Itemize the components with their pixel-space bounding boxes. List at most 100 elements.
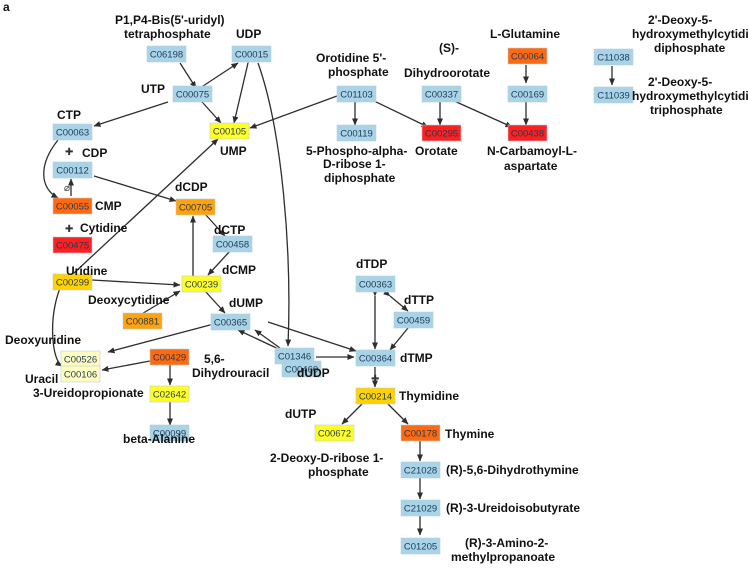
- node-c06198[interactable]: C06198: [146, 45, 187, 63]
- label-prpp-line3: diphosphate: [324, 171, 396, 185]
- label-orotidine-line2: phosphate: [328, 65, 389, 79]
- node-box: [400, 461, 441, 479]
- node-box: [52, 197, 93, 215]
- node-code: C00169: [511, 90, 544, 101]
- label-dcmp: dCMP: [222, 263, 256, 277]
- node-c00705[interactable]: C00705: [175, 198, 216, 216]
- label-uridine: Uridine: [66, 264, 108, 278]
- label-ureidopropionate: 3-Ureidopropionate: [33, 386, 144, 400]
- label-dudp: dUDP: [297, 366, 330, 380]
- node-code: C00239: [185, 280, 218, 291]
- node-c00438[interactable]: C00438: [507, 124, 548, 142]
- label-cdp: CDP: [82, 146, 107, 160]
- reaction-edges: [43, 55, 615, 536]
- node-c00063[interactable]: C00063: [52, 123, 93, 141]
- node-code: C00364: [359, 354, 392, 365]
- node-c00365[interactable]: C00365: [210, 313, 251, 331]
- node-c00364[interactable]: C00364: [355, 349, 396, 367]
- edge-c00429-c00106: [101, 360, 151, 372]
- node-c01103[interactable]: C01103: [336, 85, 377, 103]
- node-code: C00075: [176, 90, 209, 101]
- node-c00112[interactable]: C00112: [52, 161, 93, 179]
- node-code: C00178: [404, 429, 437, 440]
- node-box: [507, 124, 548, 142]
- label-prpp-line1: 5-Phospho-alpha-: [306, 144, 407, 158]
- node-box: [421, 124, 462, 142]
- node-c01205[interactable]: C01205: [400, 537, 441, 555]
- node-c00106[interactable]: C00106: [60, 365, 101, 383]
- node-box: [336, 85, 377, 103]
- node-code: C00106: [64, 370, 97, 381]
- label-utp: UTP: [141, 82, 165, 96]
- node-code: C06198: [150, 50, 183, 61]
- label-thymidine: Thymidine: [399, 389, 459, 403]
- label-p1p4-line1: P1,P4-Bis(5'-uridyl): [115, 13, 225, 27]
- label-ncasp-line2: aspartate: [504, 159, 558, 173]
- node-code: C11039: [597, 91, 630, 102]
- node-code: C00337: [425, 90, 458, 101]
- node-c21028[interactable]: C21028: [400, 461, 441, 479]
- node-c00075[interactable]: C00075: [172, 85, 213, 103]
- edge-c01103-c00105: [249, 95, 338, 129]
- node-code: C00363: [359, 280, 392, 291]
- node-c00105[interactable]: C00105: [209, 122, 250, 140]
- node-box: [52, 273, 93, 291]
- node-c00239[interactable]: C00239: [181, 275, 222, 293]
- node-c00459[interactable]: C00459: [393, 311, 434, 329]
- node-c00055[interactable]: C00055: [52, 197, 93, 215]
- node-c00178[interactable]: C00178: [400, 424, 441, 442]
- node-c00460[interactable]: C00460: [281, 360, 322, 378]
- node-c11038[interactable]: C11038: [593, 48, 634, 66]
- node-box: [172, 85, 213, 103]
- node-c00299[interactable]: C00299: [52, 273, 93, 291]
- node-box: [231, 45, 272, 63]
- node-box: [507, 85, 548, 103]
- node-c11039[interactable]: C11039: [593, 86, 634, 104]
- node-c00214[interactable]: C00214: [355, 387, 396, 405]
- edge-c00299-c00239: [85, 276, 181, 288]
- node-box: [400, 537, 441, 555]
- label-prpp-line2: D-ribose 1-: [323, 157, 386, 171]
- label-uracil: Uracil: [25, 372, 58, 386]
- edge-c00363-c00459: [383, 289, 409, 312]
- node-c00881[interactable]: C00881: [122, 312, 163, 330]
- label-dctp: dCTP: [214, 223, 245, 237]
- node-c00526[interactable]: C00526: [60, 350, 101, 368]
- node-box: [593, 86, 634, 104]
- node-code: C00063: [56, 128, 89, 139]
- node-box: [209, 122, 250, 140]
- node-code: C00055: [56, 202, 89, 213]
- node-c00458[interactable]: C00458: [212, 235, 253, 253]
- node-box: [146, 45, 187, 63]
- node-code: C00705: [179, 203, 212, 214]
- label-cytidine: Cytidine: [80, 221, 128, 235]
- node-c00672[interactable]: C00672: [314, 424, 355, 442]
- label-dhmctp-line2: hydroxymethylcytidine-5'-: [632, 89, 749, 103]
- compound-labels: P1,P4-Bis(5'-uridyl) tetraphosphate UDP …: [5, 13, 749, 564]
- node-c00295[interactable]: C00295: [421, 124, 462, 142]
- node-c00429[interactable]: C00429: [149, 348, 190, 366]
- edge-c00214-c00672: [341, 403, 363, 425]
- label-dcdp: dCDP: [175, 180, 208, 194]
- node-c00064[interactable]: C00064: [507, 47, 548, 65]
- label-dhu-line2: Dihydrouracil: [192, 366, 269, 380]
- label-dr1p-line2: phosphate: [308, 465, 369, 479]
- node-c00363[interactable]: C00363: [355, 275, 396, 293]
- node-c00475[interactable]: C00475: [52, 236, 93, 254]
- node-c00119[interactable]: C00119: [336, 124, 377, 142]
- node-c00337[interactable]: C00337: [421, 85, 462, 103]
- node-c00015[interactable]: C00015: [231, 45, 272, 63]
- label-ureidoisobutyrate: (R)-3-Ureidoisobutyrate: [446, 501, 580, 515]
- panel-label: a: [3, 0, 10, 14]
- label-dhu-line1: 5,6-: [204, 352, 225, 366]
- node-c00099[interactable]: C00099: [149, 424, 190, 442]
- node-box: [393, 311, 434, 329]
- edge-c00705-c00458: [204, 213, 226, 237]
- edge-c00299-c00106: [51, 287, 63, 367]
- node-c21029[interactable]: C21029: [400, 499, 441, 517]
- node-c00169[interactable]: C00169: [507, 85, 548, 103]
- edge-c00458-c00239: [207, 250, 231, 276]
- node-c02642[interactable]: C02642: [149, 385, 190, 403]
- label-deoxycytidine: Deoxycytidine: [88, 293, 170, 307]
